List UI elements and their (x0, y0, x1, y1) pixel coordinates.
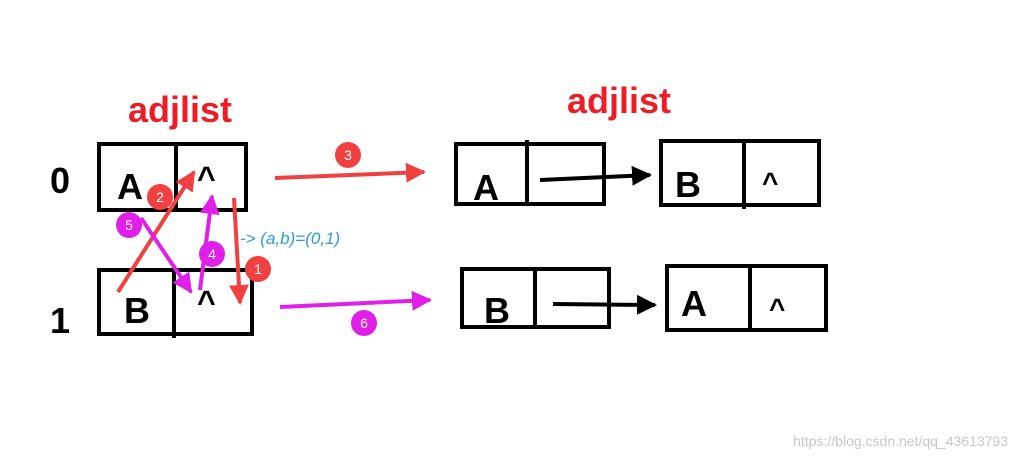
step-badge-6: 6 (351, 310, 377, 336)
step-5-arrow (139, 216, 193, 294)
result-node-vertex: B (675, 164, 701, 205)
watermark: https://blog.csdn.net/qq_43613793 (793, 433, 1008, 449)
step-2-arrow (116, 170, 196, 294)
step-badge-4: 4 (199, 241, 225, 267)
svg-text:2: 2 (156, 189, 164, 205)
step-badge-2: 2 (147, 184, 173, 210)
result-node-box (665, 264, 828, 332)
source-vertex-label: A (117, 166, 143, 207)
result-row-1: B A ^ (460, 264, 828, 332)
step-badge-3: 3 (335, 142, 361, 168)
result-link-arrow (552, 294, 657, 315)
result-node-next: ^ (769, 293, 785, 324)
result-node-next: ^ (762, 167, 778, 198)
source-node-row-1: B ^ (97, 268, 254, 338)
result-head-label: B (484, 290, 510, 331)
step-6-arrow (279, 290, 432, 311)
result-node-box (659, 139, 821, 207)
edge-annotation: -> (a,b)=(0,1) (240, 229, 340, 248)
svg-text:5: 5 (125, 217, 133, 233)
left-title: adjlist (128, 89, 232, 130)
svg-text:3: 3 (344, 147, 352, 163)
result-head-label: A (473, 167, 499, 208)
row-index-1: 1 (50, 300, 70, 341)
svg-text:4: 4 (208, 246, 216, 262)
result-head-box (454, 142, 606, 206)
source-next-label: ^ (197, 284, 216, 320)
source-vertex-label: B (124, 290, 150, 331)
result-link-arrow (539, 165, 652, 186)
source-node-box (97, 142, 248, 212)
row-index-0: 0 (50, 160, 70, 201)
svg-text:1: 1 (254, 261, 262, 277)
source-next-label: ^ (197, 160, 216, 196)
step-badge-5: 5 (116, 212, 142, 238)
step-badge-1: 1 (245, 256, 271, 282)
result-node-vertex: A (681, 283, 707, 324)
svg-text:6: 6 (360, 315, 368, 331)
result-row-0: A B ^ (454, 139, 821, 209)
right-title: adjlist (567, 80, 671, 121)
step-3-arrow (274, 162, 426, 183)
step-1-arrow (228, 197, 249, 305)
